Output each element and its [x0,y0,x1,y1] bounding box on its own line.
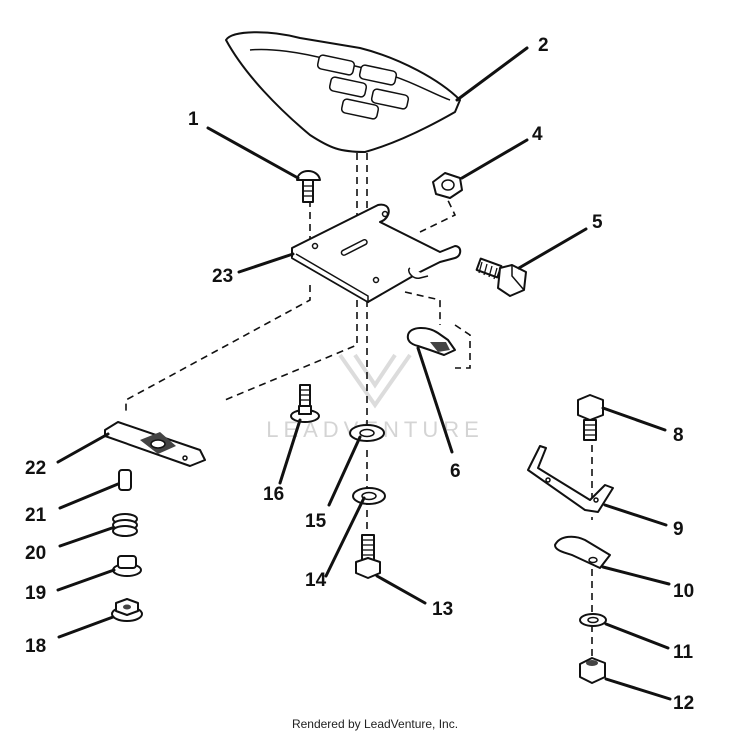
watermark-logo-icon [338,353,412,409]
bracket-plate-part-22 [104,421,206,467]
seat-part-2 [225,31,461,153]
carriage-bolt-part-1 [296,170,321,203]
callout-20: 20 [25,543,46,564]
leader-lines [56,46,672,701]
callout-labels: 1 2 4 5 23 6 8 9 10 11 12 13 14 15 16 18… [25,35,694,714]
seat-pan-part-23 [291,203,462,304]
callout-19: 19 [25,583,46,604]
angle-bracket-part-9 [527,445,614,513]
clip-part-6 [406,327,456,356]
clip-plate-part-10 [554,535,611,569]
hex-bolt-part-13 [355,534,381,579]
callout-9: 9 [673,519,684,540]
bushing-part-19 [112,555,142,577]
washer-part-11 [579,613,607,627]
callout-23: 23 [212,266,233,287]
callout-12: 12 [673,693,694,714]
callout-1: 1 [188,109,199,130]
callout-21: 21 [25,505,47,526]
callout-14: 14 [305,570,327,591]
callout-22: 22 [25,458,46,479]
callout-8: 8 [673,425,684,446]
shoulder-bolt-part-16 [290,384,320,423]
washer-part-15 [349,424,385,442]
footer-credit: Rendered by LeadVenture, Inc. [291,717,459,731]
flange-nut-part-18 [111,598,143,622]
pin-part-21 [118,469,132,491]
callout-6: 6 [450,461,461,482]
callout-11: 11 [673,642,694,663]
callout-4: 4 [532,124,543,145]
callout-15: 15 [305,511,327,532]
hex-bolt-part-8 [577,394,604,441]
hex-bolt-part-5 [475,257,527,297]
spring-part-20 [112,513,138,537]
callout-18: 18 [25,636,46,657]
hex-nut-part-4 [432,172,463,199]
washer-part-14 [352,487,386,505]
callout-16: 16 [263,484,284,505]
callout-13: 13 [432,599,453,620]
callout-10: 10 [673,581,694,602]
lock-nut-part-12 [579,657,606,684]
callout-2: 2 [538,35,549,56]
callout-5: 5 [592,212,603,233]
